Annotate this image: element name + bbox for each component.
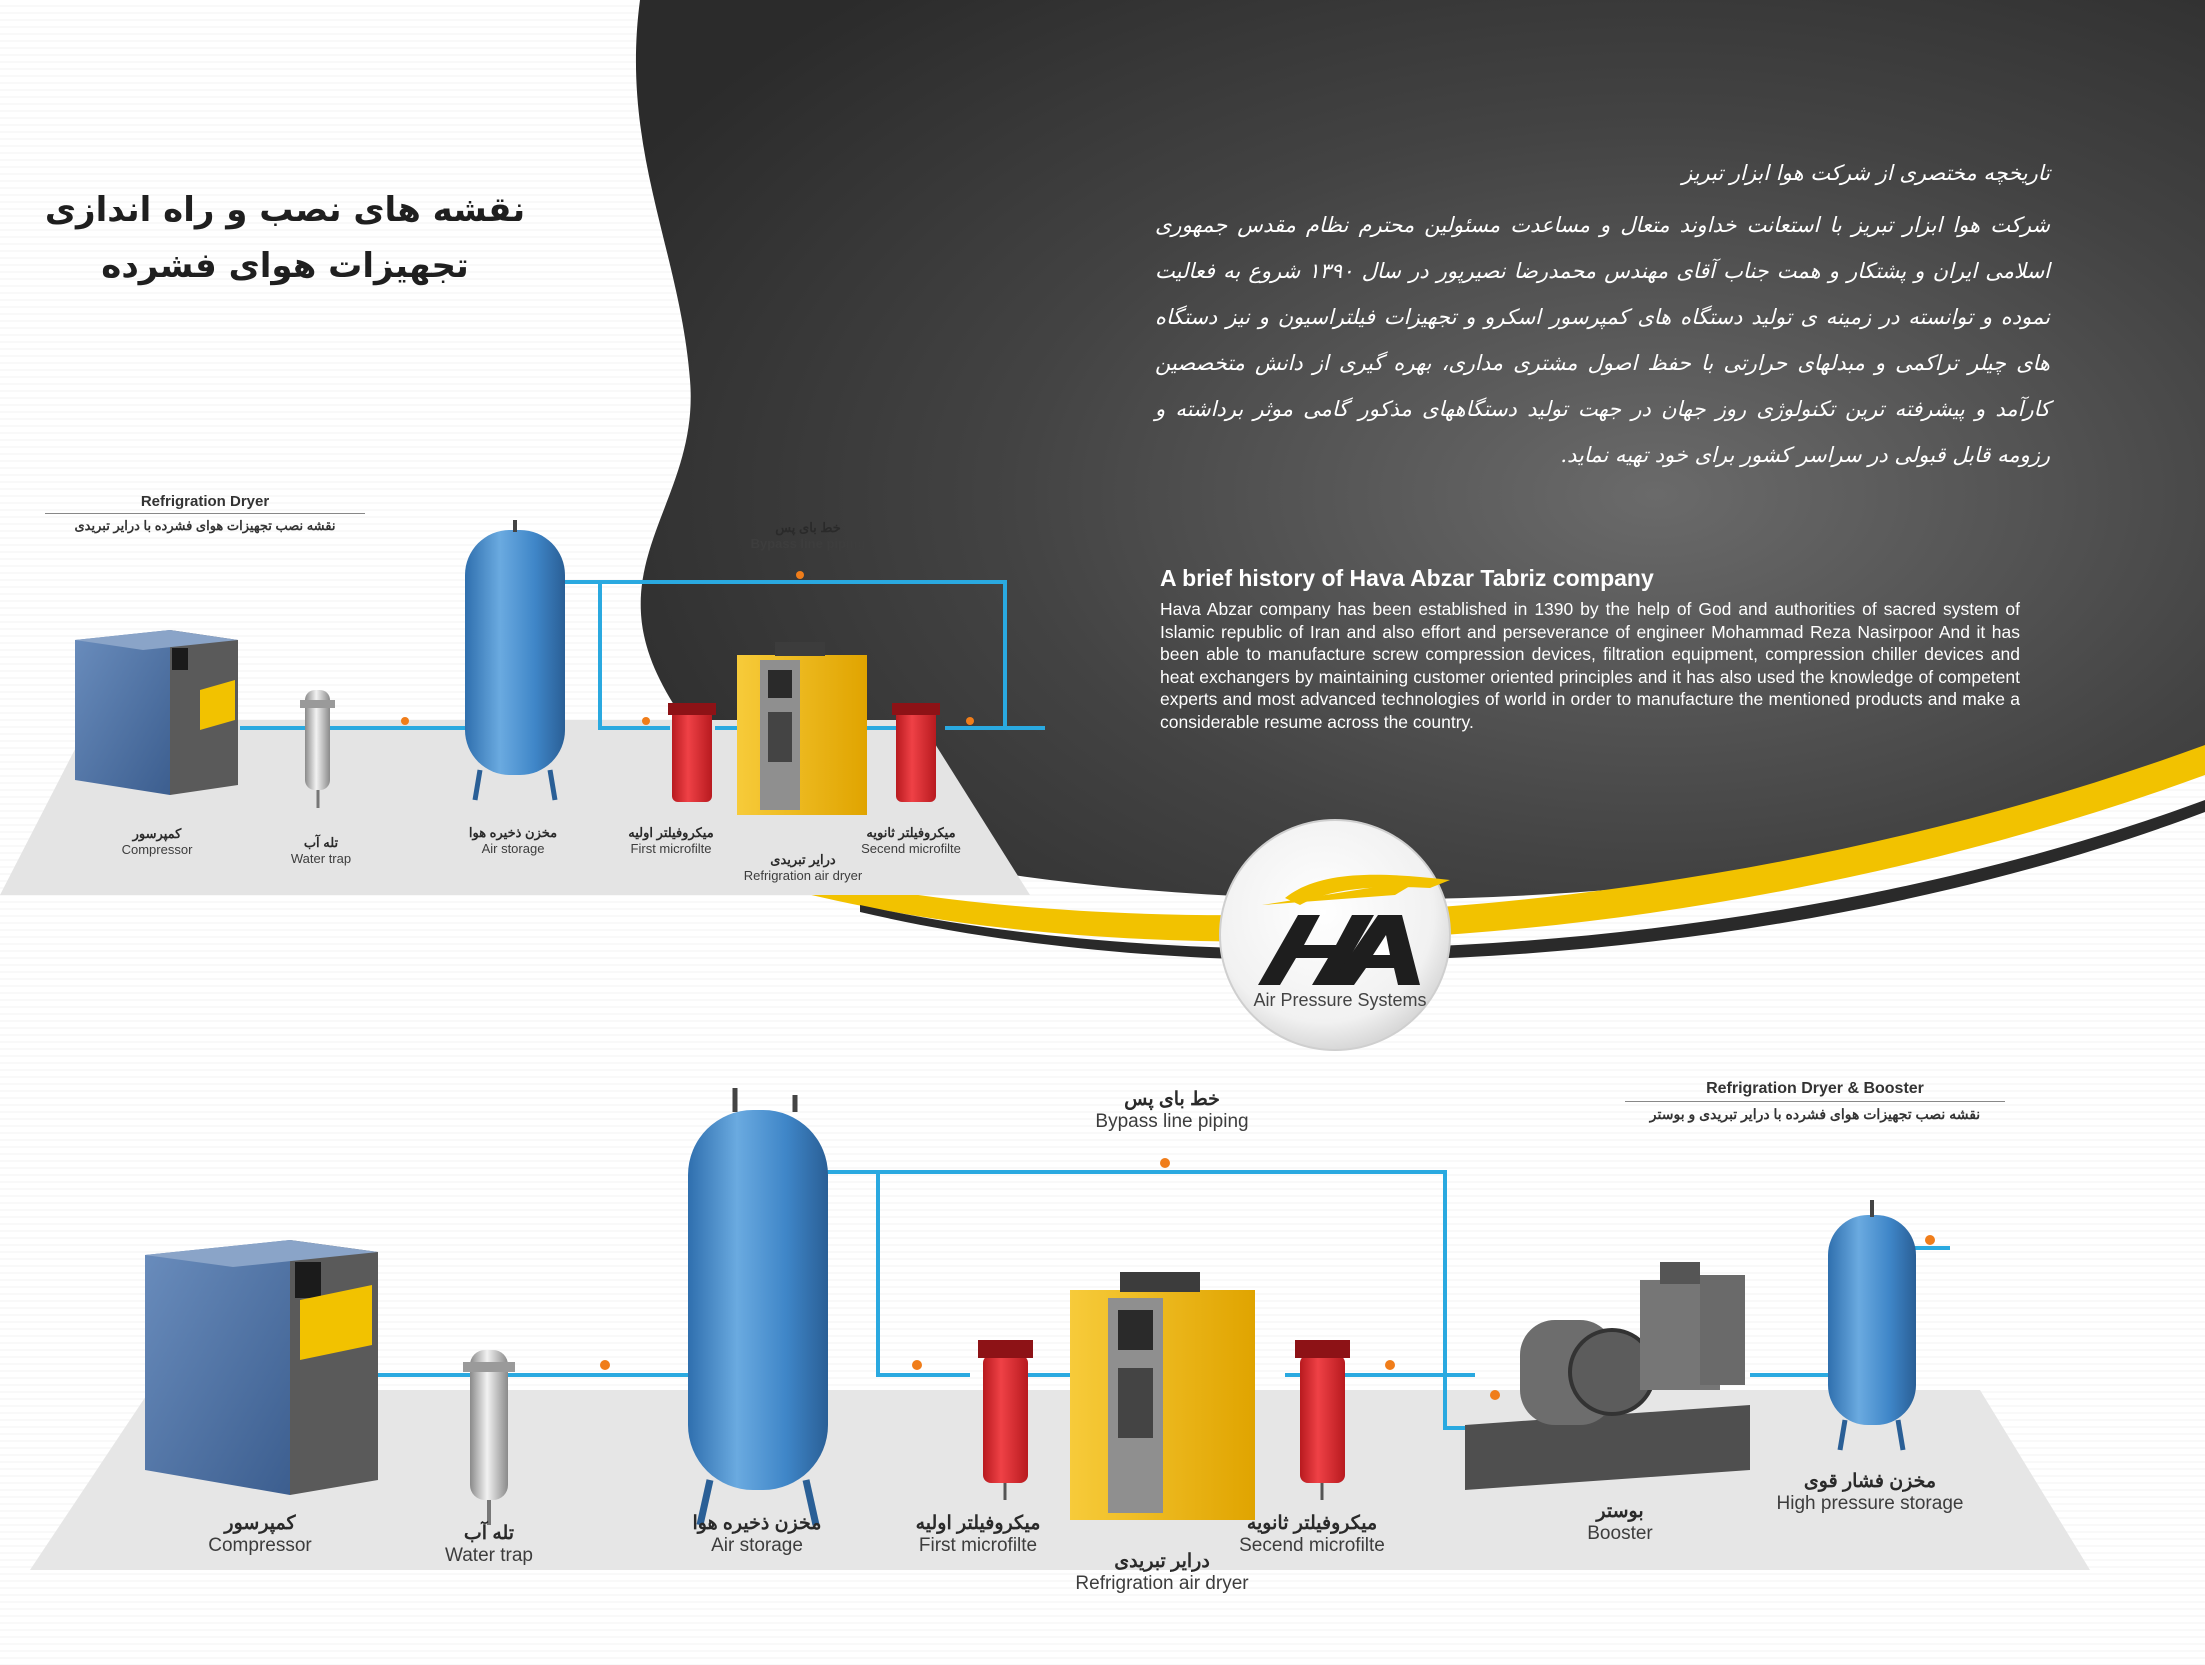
label-water-trap-1-fa: تله آب bbox=[303, 835, 339, 850]
water-trap-1 bbox=[300, 690, 335, 808]
compressor-1 bbox=[75, 630, 238, 795]
label-first-filter-2-en: First microfilte bbox=[918, 1535, 1038, 1556]
booster bbox=[1465, 1262, 1750, 1490]
diagram2-title-en: Refrigration Dryer & Booster bbox=[1625, 1080, 2005, 1102]
label-water-trap-2: تله آب Water trap bbox=[445, 1522, 533, 1567]
label-air-storage-1: مخزن ذخیره هوا Air storage bbox=[469, 825, 557, 856]
label-second-filter-1: میکروفیلتر ثانویه Secend microfilte bbox=[861, 825, 961, 856]
dryer-1 bbox=[737, 642, 867, 815]
diagram1-title: Refrigration Dryer نقشه نصب تجهیزات هوای… bbox=[45, 493, 365, 534]
bypass-label-1-en: Bypass line piping bbox=[750, 536, 866, 551]
history-fa: تاریخچه مختصری از شرکت هوا ابزار تبریز ش… bbox=[1155, 150, 2050, 478]
label-dryer-1-fa: درایر تبریدی bbox=[770, 852, 836, 867]
label-hp-storage-fa: مخزن فشار قوی bbox=[1803, 1471, 1937, 1492]
high-pressure-storage bbox=[1828, 1200, 1916, 1451]
label-air-storage-2: مخزن ذخیره هوا Air storage bbox=[693, 1512, 822, 1557]
label-compressor-2: کمپرسور Compressor bbox=[208, 1512, 311, 1557]
label-hp-storage: مخزن فشار قوی High pressure storage bbox=[1777, 1470, 1964, 1515]
valves-d2 bbox=[600, 1158, 1935, 1400]
label-water-trap-2-en: Water trap bbox=[445, 1545, 533, 1566]
label-water-trap-1-en: Water trap bbox=[290, 851, 352, 866]
diagram2-title-fa: نقشه نصب تجهیزات هوای فشرده با درایر تبر… bbox=[1649, 1106, 1981, 1122]
diagram2-title: Refrigration Dryer & Booster نقشه نصب تج… bbox=[1625, 1080, 2005, 1123]
label-compressor-1-en: Compressor bbox=[121, 842, 193, 857]
bypass-label-1: خط بای پس Bypass line piping bbox=[751, 520, 866, 551]
label-water-trap-1: تله آب Water trap bbox=[291, 835, 351, 866]
compressor-2 bbox=[145, 1240, 378, 1495]
label-air-storage-2-fa: مخزن ذخیره هوا bbox=[692, 1513, 822, 1534]
label-first-filter-2-fa: میکروفیلتر اولیه bbox=[915, 1513, 1041, 1534]
label-first-filter-2: میکروفیلتر اولیه First microfilte bbox=[916, 1512, 1041, 1557]
valves-d1 bbox=[401, 571, 974, 725]
label-second-filter-1-en: Secend microfilte bbox=[861, 841, 961, 856]
diagram2-pipes bbox=[375, 1170, 1950, 1430]
history-fa-heading: تاریخچه مختصری از شرکت هوا ابزار تبریز bbox=[1681, 161, 2050, 185]
first-filter-2 bbox=[978, 1340, 1033, 1500]
label-compressor-1: کمپرسور Compressor bbox=[122, 826, 193, 857]
bypass-label-1-fa: خط بای پس bbox=[775, 520, 841, 535]
dryer-2 bbox=[1070, 1272, 1255, 1520]
label-dryer-1-en: Refrigration air dryer bbox=[743, 868, 863, 883]
label-air-storage-1-en: Air storage bbox=[481, 841, 545, 856]
history-en: A brief history of Hava Abzar Tabriz com… bbox=[1160, 565, 2020, 733]
label-booster-en: Booster bbox=[1587, 1523, 1653, 1544]
history-fa-body: شرکت هوا ابزار تبریز با استعانت خداوند م… bbox=[1155, 213, 2050, 467]
page-title-line1: نقشه های نصب و راه اندازی bbox=[44, 190, 526, 230]
second-filter-2 bbox=[1295, 1340, 1350, 1500]
diagram1-title-fa: نقشه نصب تجهیزات هوای فشرده با درایر تبر… bbox=[74, 518, 336, 533]
diagram1-title-en: Refrigration Dryer bbox=[45, 493, 365, 514]
history-en-heading: A brief history of Hava Abzar Tabriz com… bbox=[1160, 565, 1654, 591]
label-dryer-1: درایر تبریدی Refrigration air dryer bbox=[744, 852, 863, 883]
dark-panel bbox=[635, 0, 2205, 900]
label-first-filter-1: میکروفیلتر اولیه First microfilte bbox=[628, 825, 713, 856]
label-first-filter-1-en: First microfilte bbox=[630, 841, 712, 856]
first-filter-1 bbox=[668, 703, 716, 802]
label-booster-fa: بوستر bbox=[1596, 1501, 1644, 1522]
water-trap-2 bbox=[463, 1350, 515, 1525]
label-hp-storage-en: High pressure storage bbox=[1776, 1493, 1964, 1514]
label-compressor-1-fa: کمپرسور bbox=[132, 826, 182, 841]
air-storage-2 bbox=[688, 1088, 828, 1526]
page-title-line2: تجهیزات هوای فشرده bbox=[101, 246, 469, 286]
label-dryer-2-en: Refrigration air dryer bbox=[1075, 1573, 1249, 1594]
bypass-label-2: خط بای پس Bypass line piping bbox=[1095, 1088, 1248, 1133]
label-compressor-2-fa: کمپرسور bbox=[224, 1513, 296, 1534]
accent-swoosh-yellow bbox=[720, 745, 2205, 942]
label-second-filter-2: میکروفیلتر ثانویه Secend microfilte bbox=[1239, 1512, 1385, 1557]
label-air-storage-2-en: Air storage bbox=[711, 1535, 803, 1556]
label-dryer-2: درایر تبریدی Refrigration air dryer bbox=[1075, 1550, 1248, 1595]
label-second-filter-2-en: Secend microfilte bbox=[1239, 1535, 1385, 1556]
label-water-trap-2-fa: تله آب bbox=[463, 1523, 515, 1544]
diagram1-pipes bbox=[240, 580, 1045, 730]
history-en-body: Hava Abzar company has been established … bbox=[1160, 599, 2020, 732]
label-first-filter-1-fa: میکروفیلتر اولیه bbox=[628, 825, 714, 840]
accent-swoosh-black bbox=[860, 800, 2205, 961]
bypass-label-2-en: Bypass line piping bbox=[1095, 1111, 1249, 1132]
label-compressor-2-en: Compressor bbox=[208, 1535, 312, 1556]
label-air-storage-1-fa: مخزن ذخیره هوا bbox=[468, 825, 558, 840]
air-storage-1 bbox=[465, 520, 565, 801]
bypass-label-2-fa: خط بای پس bbox=[1124, 1089, 1220, 1110]
label-second-filter-1-fa: میکروفیلتر ثانویه bbox=[866, 825, 956, 840]
label-second-filter-2-fa: میکروفیلتر ثانویه bbox=[1246, 1513, 1378, 1534]
logo-tagline: Air Pressure Systems bbox=[1253, 990, 1427, 1010]
label-dryer-2-fa: درایر تبریدی bbox=[1114, 1551, 1210, 1572]
logo-badge bbox=[1219, 819, 1451, 1051]
label-booster: بوستر Booster bbox=[1587, 1500, 1652, 1545]
page-title: نقشه های نصب و راه اندازی تجهیزات هوای ف… bbox=[40, 182, 530, 294]
second-filter-1 bbox=[892, 703, 940, 802]
